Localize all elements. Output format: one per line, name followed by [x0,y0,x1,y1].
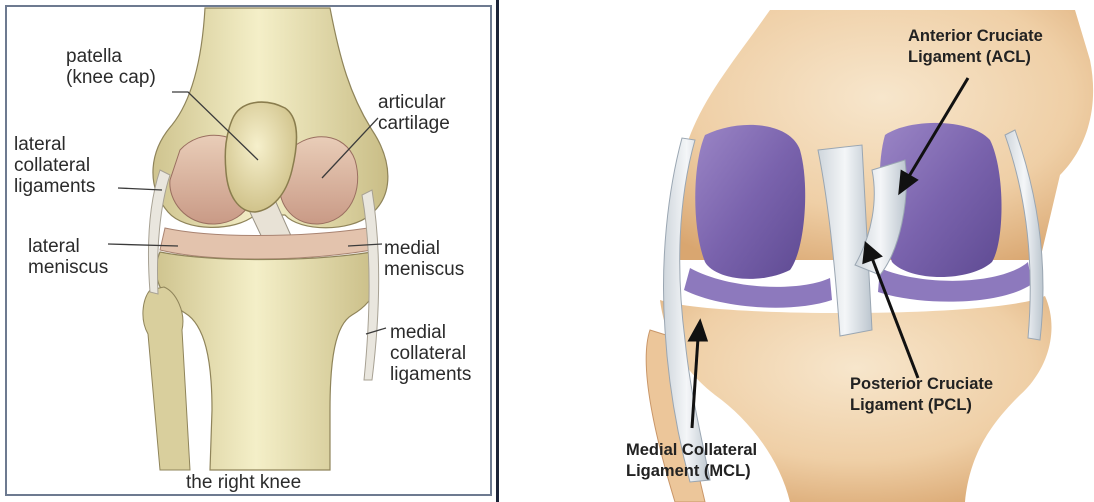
knee-ligament-illustration [500,0,1094,502]
caption-label: the right knee [186,472,301,493]
lateral-meniscus-label: lateral meniscus [28,236,108,278]
panel-divider [496,0,499,502]
patella-label: patella (knee cap) [66,46,156,88]
medial-condyle [695,125,805,279]
left-knee-diagram: patella (knee cap) articular cartilage l… [0,0,497,502]
fibula-bone [143,287,190,470]
mcl-label: Medial Collateral Ligament (MCL) [626,440,757,482]
medial-meniscus-label: medial meniscus [384,238,464,280]
articular-cartilage-label: articular cartilage [378,92,450,134]
right-knee-ligament-diagram: Anterior Cruciate Ligament (ACL) Posteri… [500,0,1094,502]
medial-collateral-label: medial collateral ligaments [390,322,471,385]
pcl-label: Posterior Cruciate Ligament (PCL) [850,374,993,416]
tibia-bone [156,252,378,470]
acl-label: Anterior Cruciate Ligament (ACL) [908,26,1043,68]
lateral-collateral-label: lateral collateral ligaments [14,134,95,197]
